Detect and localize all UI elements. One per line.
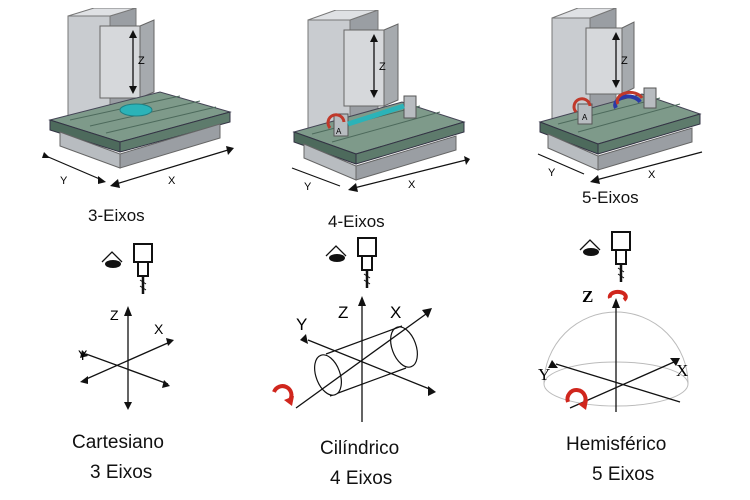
machine-3-axis-illustration: Z X Y bbox=[42, 8, 234, 188]
coord-x-label: X bbox=[390, 303, 401, 322]
coord-y-label: Y bbox=[296, 315, 307, 334]
machine-4-axis-illustration: A Z X Y bbox=[291, 10, 470, 192]
x-axis-label: X bbox=[168, 175, 176, 187]
machine-title-3-axis: 3-Eixos bbox=[88, 206, 145, 225]
z-axis-label: Z bbox=[379, 61, 386, 73]
cartesian-coordinate-diagram: Z X Y bbox=[78, 306, 174, 410]
machine-title-5-axis: 5-Eixos bbox=[582, 188, 639, 207]
y-axis-arrow bbox=[291, 167, 341, 187]
caption-count-3-axis: 3 Eixos bbox=[90, 462, 153, 483]
coord-x-label: X bbox=[676, 361, 688, 380]
hemispherical-coordinate-diagram: Z X Y bbox=[538, 287, 689, 412]
caption-type-4-axis: Cilíndrico bbox=[320, 438, 400, 459]
coord-y-label: Y bbox=[78, 347, 88, 363]
y-axis-arrow bbox=[537, 153, 585, 175]
cylindrical-coordinate-diagram: Z X Y bbox=[272, 296, 436, 422]
coord-x-label: X bbox=[154, 321, 164, 337]
y-axis-label: Y bbox=[304, 181, 312, 192]
column-4-axis: A Z X Y 4-Eixos bbox=[250, 0, 500, 500]
caption-type-3-axis: Cartesiano bbox=[72, 432, 164, 453]
coord-y-label: Y bbox=[538, 365, 550, 384]
coord-z-label: Z bbox=[338, 303, 348, 322]
a-axis-label: A bbox=[582, 113, 588, 122]
operator-view-icon bbox=[325, 237, 377, 288]
y-axis-label: Y bbox=[548, 167, 556, 179]
x-axis-arrow bbox=[353, 159, 467, 189]
machine-title-4-axis: 4-Eixos bbox=[328, 212, 385, 231]
machine-5-axis-illustration: A Z X Y bbox=[537, 8, 703, 184]
x-axis-label: X bbox=[648, 169, 656, 181]
coord-z-label: Z bbox=[110, 307, 119, 323]
a-axis-label: A bbox=[336, 127, 342, 136]
x-axis-arrow bbox=[115, 149, 229, 185]
coord-z-label: Z bbox=[582, 287, 593, 306]
caption-count-4-axis: 4 Eixos bbox=[330, 468, 393, 489]
column-5-axis: A Z X Y 5-Eixos bbox=[500, 0, 750, 500]
caption-count-5-axis: 5 Eixos bbox=[592, 464, 655, 485]
operator-view-icon bbox=[579, 231, 631, 282]
x-axis-arrow bbox=[595, 151, 703, 181]
operator-view-icon bbox=[101, 243, 153, 294]
y-axis-label: Y bbox=[60, 175, 68, 187]
x-axis-label: X bbox=[408, 179, 416, 191]
z-axis-label: Z bbox=[621, 55, 628, 67]
y-axis-arrow bbox=[45, 155, 103, 181]
caption-type-5-axis: Hemisférico bbox=[566, 434, 667, 455]
column-3-axis: Z X Y 3-Eixos Z X Y Cartesiano 3 Ei bbox=[0, 0, 250, 500]
z-axis-label: Z bbox=[138, 55, 145, 67]
